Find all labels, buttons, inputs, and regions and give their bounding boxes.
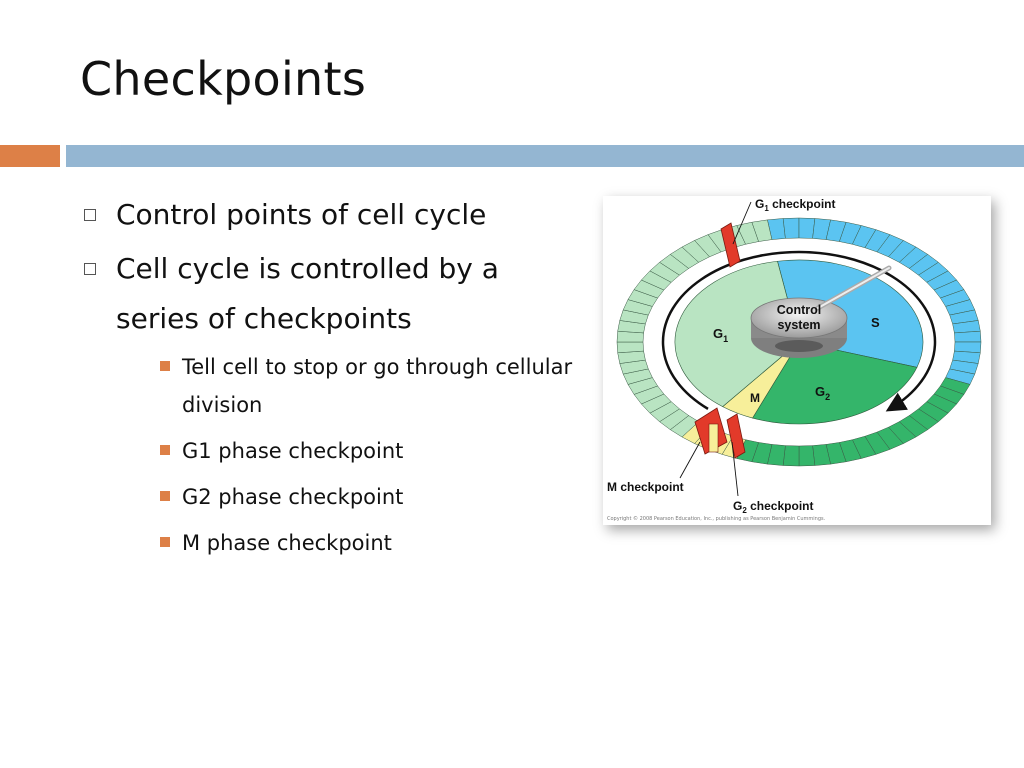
ring-segment	[616, 341, 644, 354]
ring-segment	[782, 445, 800, 467]
g1-checkpoint-flag-icon	[720, 222, 741, 268]
bullet-list: Control points of cell cycle Cell cycle …	[82, 190, 582, 570]
ring-segment	[954, 330, 982, 343]
sub-bullet-text: M phase checkpoint	[182, 531, 392, 555]
g1-checkpoint-label: G1 checkpoint	[755, 197, 835, 213]
accent-bar-blue	[66, 145, 1024, 167]
sub-bullet-item: G2 phase checkpoint	[158, 478, 582, 516]
sub-bullet-text: G2 phase checkpoint	[182, 485, 404, 509]
copyright-text: Copyright © 2008 Pearson Education, Inc.…	[607, 516, 826, 522]
sub-bullet-item: Tell cell to stop or go through cellular…	[158, 348, 582, 424]
checkbox-bullet-icon	[84, 263, 96, 275]
phase-m-label: M	[750, 391, 760, 405]
control-system-label-line1: Control	[777, 303, 821, 317]
sub-bullet-list: Tell cell to stop or go through cellular…	[158, 348, 582, 562]
g2-checkpoint-label: G2 checkpoint	[733, 499, 813, 515]
cycle-arrow	[661, 250, 937, 412]
sub-bullet-text: G1 phase checkpoint	[182, 439, 404, 463]
cell-cycle-diagram: G1 checkpoint Control system G1 S G2 M M…	[607, 197, 982, 515]
phase-g2-label: G2	[815, 384, 830, 402]
slide-title: Checkpoints	[80, 52, 367, 106]
ring-segment	[798, 445, 816, 467]
phase-sector	[674, 260, 800, 407]
cell-cycle-figure: G1 checkpoint Control system G1 S G2 M M…	[603, 196, 991, 525]
bullet-text: Cell cycle is controlled by a series of …	[116, 252, 499, 335]
square-bullet-icon	[160, 537, 170, 547]
checkbox-bullet-icon	[84, 209, 96, 221]
accent-bar-orange	[0, 145, 60, 167]
phase-sectors	[674, 259, 924, 425]
phase-g1-label: G1	[713, 326, 728, 344]
ring-segment	[751, 219, 773, 242]
m-checkpoint-label: M checkpoint	[607, 480, 684, 494]
bullet-text: Control points of cell cycle	[116, 198, 487, 231]
sub-bullet-text: Tell cell to stop or go through cellular…	[182, 355, 573, 417]
square-bullet-icon	[160, 361, 170, 371]
bullet-item: Control points of cell cycle	[82, 190, 582, 240]
square-bullet-icon	[160, 491, 170, 501]
ring-segment	[782, 217, 800, 239]
phase-s-label: S	[871, 315, 880, 330]
square-bullet-icon	[160, 445, 170, 455]
m-checkpoint-gate-icon	[694, 407, 728, 455]
control-system-label-line2: system	[777, 318, 820, 332]
phase-sector	[752, 341, 918, 425]
cycle-ring	[616, 217, 982, 467]
bullet-item: Cell cycle is controlled by a series of …	[82, 244, 582, 344]
ring-segment	[798, 217, 816, 239]
sub-bullet-item: M phase checkpoint	[158, 524, 582, 562]
sub-bullet-item: G1 phase checkpoint	[158, 432, 582, 470]
